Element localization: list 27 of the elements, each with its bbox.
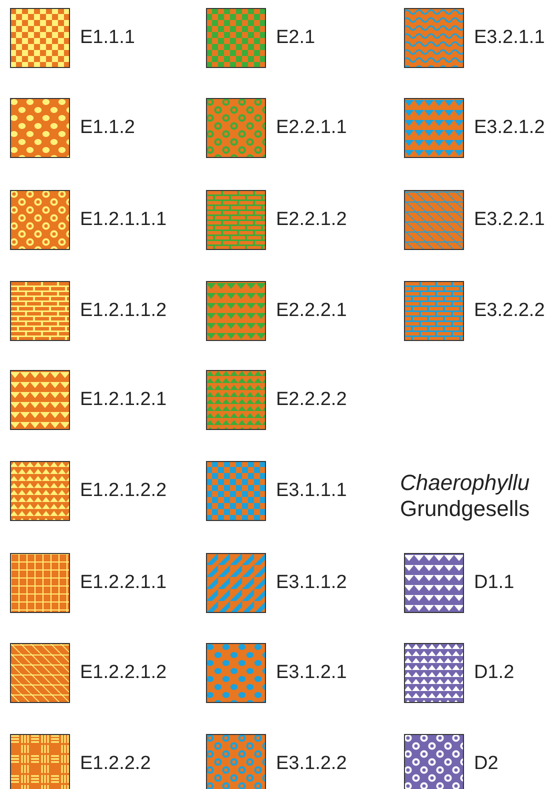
legend-label: E1.2.2.1.1 — [80, 572, 167, 594]
legend-label: E2.2.2.1 — [276, 300, 347, 322]
heading-text: Grundgesells — [400, 496, 530, 522]
legend-label: E3.1.1.1 — [276, 480, 347, 502]
legend-label: E3.1.2.1 — [276, 662, 347, 684]
legend-label: E1.1.1 — [80, 27, 135, 49]
legend-label: E1.2.1.1.1 — [80, 209, 167, 231]
legend-label: D1.1 — [474, 572, 514, 594]
legend-label: D1.2 — [474, 662, 514, 684]
legend-label: E1.2.1.1.2 — [80, 300, 167, 322]
heading-text: Chaerophyllu — [400, 470, 530, 496]
legend-label: E3.2.2.2 — [474, 300, 545, 322]
legend-label: E2.1 — [276, 27, 316, 49]
legend-label: E3.1.1.2 — [276, 572, 347, 594]
legend-label: E1.2.1.2.2 — [80, 480, 167, 502]
legend-label: E3.2.1.2 — [474, 117, 545, 139]
legend-label: E3.2.1.1 — [474, 27, 545, 49]
legend-label: E2.2.1.2 — [276, 209, 347, 231]
legend-label: E1.2.1.2.1 — [80, 389, 167, 411]
legend-label: E1.2.2.1.2 — [80, 662, 167, 684]
legend-label: E1.2.2.2 — [80, 753, 151, 775]
legend-label: E3.1.2.2 — [276, 753, 347, 775]
legend-label: E3.2.2.1 — [474, 209, 545, 231]
legend-label: D2 — [474, 753, 498, 775]
legend-label: E1.1.2 — [80, 117, 135, 139]
legend-label: E2.2.1.1 — [276, 117, 347, 139]
legend-label: E2.2.2.2 — [276, 389, 347, 411]
